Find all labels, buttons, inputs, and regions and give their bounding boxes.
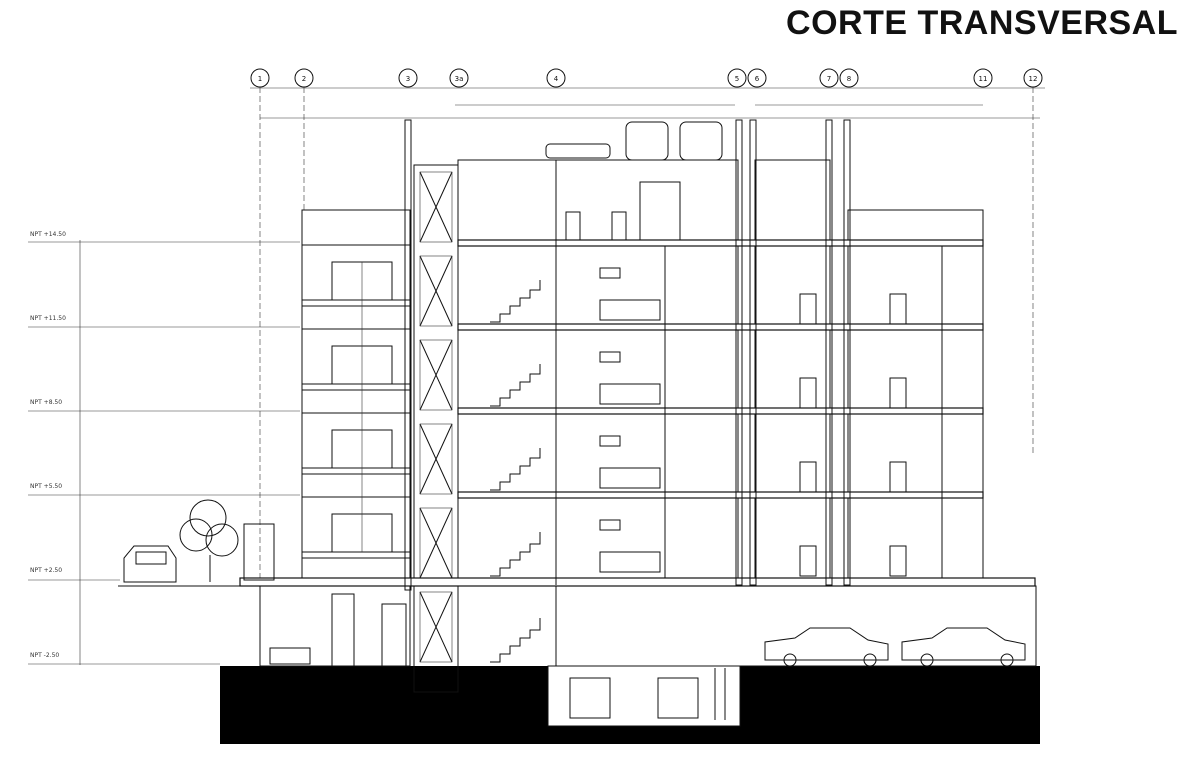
axis-grid: 1 2 3 3a 4 5 6 7 8 11 12 <box>250 68 1045 585</box>
axis-label-1: 1 <box>258 75 262 83</box>
svg-text:NPT +2.50: NPT +2.50 <box>30 567 62 574</box>
tree <box>179 499 275 582</box>
level-6: NPT -2.50 <box>28 652 220 665</box>
svg-text:NPT -2.50: NPT -2.50 <box>30 652 59 659</box>
axis-bubble-3a: 3a <box>449 68 469 88</box>
main-block <box>239 119 1036 663</box>
axis-bubble-8: 8 <box>839 68 859 88</box>
axis-label-3: 3 <box>406 75 410 83</box>
axis-label-11: 11 <box>979 75 988 83</box>
axis-bubble-3: 3 <box>398 68 418 88</box>
axis-bubble-5: 5 <box>727 68 747 88</box>
axis-label-12: 12 <box>1029 75 1038 83</box>
axis-label-7: 7 <box>827 75 831 83</box>
level-5: NPT +2.50 <box>28 567 120 581</box>
axis-bubble-7: 7 <box>819 68 839 88</box>
axis-label-8: 8 <box>847 75 851 83</box>
level-3: NPT +8.50 <box>28 399 300 412</box>
axis-label-6: 6 <box>755 75 760 83</box>
axis-bubble-11: 11 <box>973 68 993 88</box>
axis-bubble-1: 1 <box>250 68 270 585</box>
axis-label-5: 5 <box>735 75 739 83</box>
axis-label-4: 4 <box>554 75 559 83</box>
axis-label-3a: 3a <box>455 75 464 83</box>
cistern-pit <box>547 665 741 727</box>
axis-bubble-12: 12 <box>1023 68 1043 455</box>
axis-label-2: 2 <box>302 75 306 83</box>
level-markers: NPT +14.50 NPT +11.50 NPT +8.50 NPT +5.5… <box>28 231 300 665</box>
roof-tanks <box>545 121 723 161</box>
axis-bubble-4: 4 <box>546 68 566 88</box>
page-title: CORTE TRANSVERSAL <box>786 4 1178 42</box>
level-1: NPT +14.50 <box>28 231 300 243</box>
svg-text:NPT +8.50: NPT +8.50 <box>30 399 62 406</box>
svg-text:NPT +11.50: NPT +11.50 <box>30 315 66 322</box>
svg-text:NPT +14.50: NPT +14.50 <box>30 231 66 238</box>
parking-cars <box>555 585 1037 667</box>
basement-left <box>259 585 411 667</box>
level-2: NPT +11.50 <box>28 315 300 328</box>
level-4: NPT +5.50 <box>28 483 300 496</box>
street-car <box>118 545 260 587</box>
left-wing <box>301 209 411 587</box>
axis-bubble-6: 6 <box>747 68 767 88</box>
axis-bubble-2: 2 <box>294 68 314 210</box>
elevator-shaft <box>413 164 459 693</box>
svg-text:NPT +5.50: NPT +5.50 <box>30 483 62 490</box>
